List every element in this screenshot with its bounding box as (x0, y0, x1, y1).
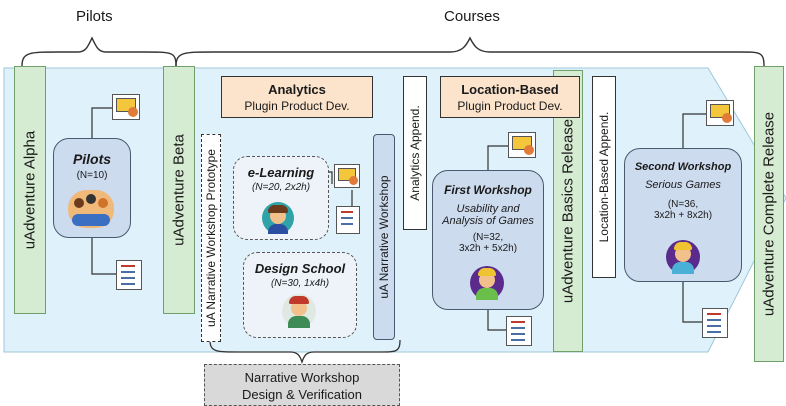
second-workshop-count: (N=36, (667, 199, 699, 210)
person-at-computer-icon (706, 100, 734, 126)
person-at-computer-icon (508, 132, 536, 158)
location-title: Location-Based (461, 82, 559, 97)
second-workshop-student-avatar-icon (666, 240, 700, 274)
first-workshop-subtitle-2: Analysis of Games (442, 215, 534, 227)
narrative-design-line-2: Design & Verification (242, 387, 362, 402)
second-workshop-panel: Second Workshop Serious Games (N=36, 3x2… (624, 148, 742, 282)
location-subtitle: Plugin Product Dev. (457, 99, 563, 113)
second-workshop-title: Second Workshop (634, 161, 732, 173)
narrative-design-line-1: Narrative Workshop (244, 370, 360, 385)
uadventure-alpha-label: uAdventure Alpha (21, 130, 39, 250)
narrative-workshop-design-box: Narrative Workshop Design & Verification (204, 364, 400, 406)
design-school-title: Design School (254, 261, 346, 276)
narrative-workshop-bar: uA Narrative Workshop (373, 134, 395, 340)
courses-brace (175, 36, 765, 67)
first-workshop-subtitle-1: Usability and (456, 203, 520, 215)
second-workshop-hours: 3x2h + 8x2h) (653, 210, 713, 221)
analytics-append-label: Analytics Append. (408, 105, 422, 201)
first-workshop-title: First Workshop (444, 183, 532, 197)
design-school-detail: (N=30, 1x4h) (270, 278, 330, 289)
uadventure-alpha-bar: uAdventure Alpha (14, 66, 46, 314)
evaluation-form-icon (506, 316, 532, 346)
person-at-computer-icon (334, 164, 360, 188)
pilots-brace-label: Pilots (76, 8, 113, 25)
pilots-count: (N=10) (76, 170, 108, 181)
narrative-workshop-label: uA Narrative Workshop (377, 175, 391, 299)
pilots-brace (21, 36, 177, 67)
elearning-title: e-Learning (247, 165, 315, 180)
elearning-detail: (N=20, 2x2h) (251, 182, 311, 193)
design-school-student-avatar-icon (282, 294, 316, 328)
uadventure-complete-release-label: uAdventure Complete Release (760, 111, 778, 317)
group-avatar-icon (68, 190, 114, 228)
uadventure-beta-label: uAdventure Beta (170, 134, 188, 246)
evaluation-form-icon (116, 260, 142, 290)
location-plugin-box: Location-Based Plugin Product Dev. (440, 76, 580, 118)
location-append-label: Location-Based Append. (597, 111, 611, 243)
elearning-student-avatar-icon (262, 202, 294, 234)
analytics-subtitle: Plugin Product Dev. (244, 99, 350, 113)
second-workshop-subtitle: Serious Games (645, 179, 721, 191)
analytics-append-box: Analytics Append. (403, 76, 427, 230)
uadventure-beta-bar: uAdventure Beta (163, 66, 195, 314)
first-workshop-student-avatar-icon (470, 266, 504, 300)
first-workshop-hours: 3x2h + 5x2h) (458, 243, 518, 254)
first-workshop-count: (N=32, (472, 232, 504, 243)
analytics-plugin-box: Analytics Plugin Product Dev. (221, 76, 373, 118)
pilots-title: Pilots (72, 151, 112, 167)
prototype-box: uA Narrative Workshop Prototype (201, 134, 221, 342)
person-at-computer-icon (112, 94, 140, 120)
location-append-box: Location-Based Append. (592, 76, 616, 278)
prototype-label: uA Narrative Workshop Prototype (204, 149, 218, 327)
pilots-panel: Pilots (N=10) (53, 138, 131, 238)
analytics-title: Analytics (268, 82, 326, 97)
uadventure-basics-release-label: uAdventure Basics Release (559, 118, 577, 304)
uadventure-complete-release-bar: uAdventure Complete Release (754, 66, 784, 362)
evaluation-form-icon (702, 308, 728, 338)
narrative-brace (209, 339, 401, 365)
courses-brace-label: Courses (444, 8, 500, 25)
evaluation-form-icon (336, 206, 360, 234)
